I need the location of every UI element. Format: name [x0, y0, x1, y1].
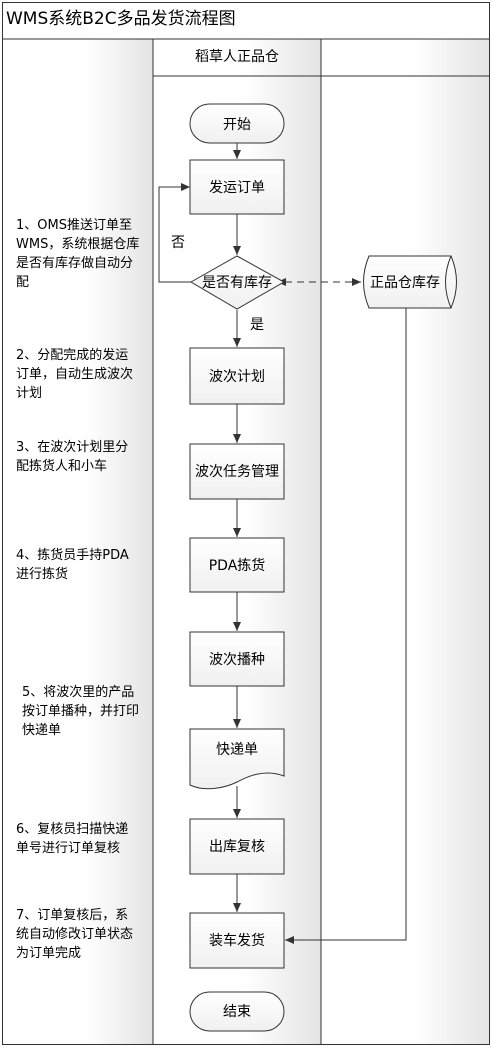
step-note-2: 2、分配完成的发运订单，自动生成波次计划	[16, 348, 134, 401]
node-load-ship-label: 装车发货	[209, 932, 265, 949]
edge-label-yes: 是	[250, 317, 264, 333]
diagram-title: WMS系统B2C多品发货流程图	[6, 9, 236, 29]
step-note-4: 4、拣货员手持PDA进行拣货	[16, 548, 129, 582]
node-load-ship	[189, 912, 285, 969]
node-end	[189, 991, 285, 1032]
node-wave-plan	[189, 347, 285, 405]
edge-decision-no	[158, 183, 191, 283]
node-end-label: 结束	[223, 1004, 251, 1020]
lane-right	[321, 39, 489, 1044]
edge-inventory-to-ship	[285, 308, 407, 944]
step-note-3: 3、在波次计划里分配拣货人和小车	[16, 440, 129, 474]
node-pda-pick-label: PDA拣货	[209, 557, 266, 574]
node-wave-sow	[189, 631, 285, 687]
node-ship-order	[189, 159, 285, 215]
node-wave-sow-label: 波次播种	[209, 652, 265, 668]
node-outbound-check	[189, 818, 285, 875]
node-express	[189, 728, 285, 790]
lane-main-header: 稻草人正品仓	[195, 49, 279, 65]
node-inventory-label: 正品仓库存	[370, 275, 440, 291]
node-ship-order-label: 发运订单	[209, 180, 265, 196]
node-start	[189, 103, 285, 144]
node-start-label: 开始	[223, 117, 251, 133]
step-note-1: 1、OMS推送订单至WMS，系统根据仓库是否有库存做自动分配	[16, 218, 140, 290]
node-wave-task-label: 波次任务管理	[195, 464, 279, 480]
lane-grid	[3, 38, 489, 1044]
node-decision	[189, 255, 286, 310]
node-wave-task	[189, 443, 285, 500]
step-note-5: 5、将波次里的产品按订单播种，并打印快递单	[22, 685, 140, 738]
node-inventory-curve	[445, 255, 452, 309]
node-outbound-check-label: 出库复核	[209, 838, 265, 855]
notes-column	[3, 39, 153, 1044]
edge-label-no: 否	[171, 235, 185, 251]
node-express-label: 快递单	[216, 742, 258, 758]
node-pda-pick	[189, 537, 285, 593]
step-note-6: 6、复核员扫描快递单号进行订单复核	[16, 822, 129, 856]
node-wave-plan-label: 波次计划	[209, 369, 265, 385]
step-note-7: 7、订单复核后，系统自动修改订单状态为订单完成	[16, 908, 134, 961]
node-decision-label: 是否有库存	[202, 275, 272, 291]
